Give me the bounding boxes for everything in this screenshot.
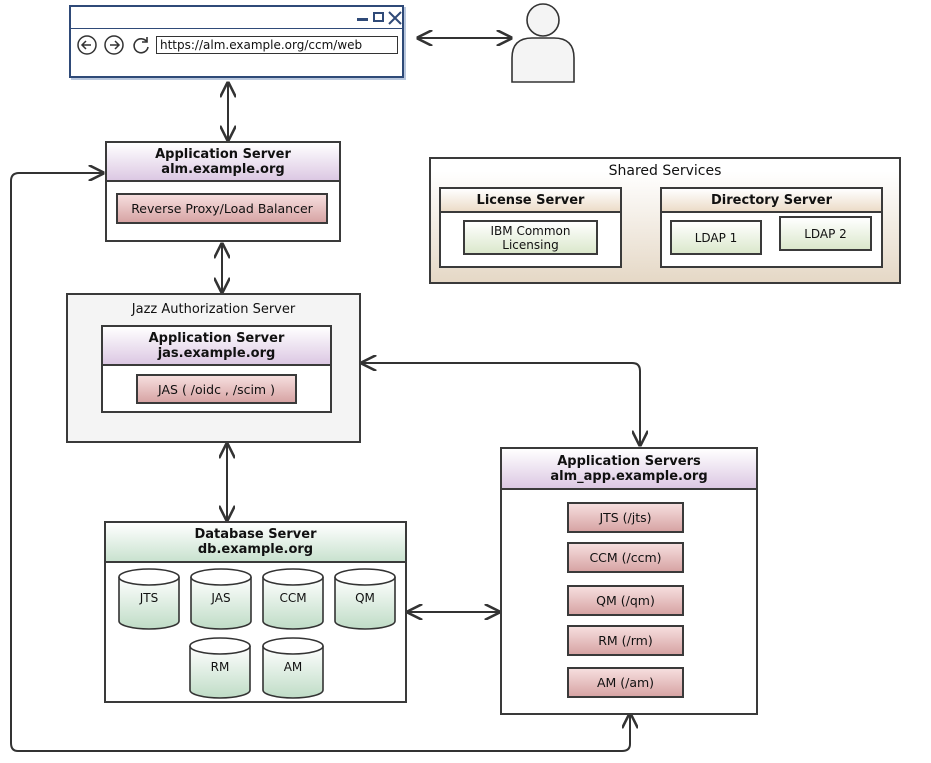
jas-server-header: Application Server jas.example.org <box>103 327 330 366</box>
jazz-auth-title: Jazz Authorization Server <box>131 302 296 317</box>
db-label-rm: RM <box>210 660 230 674</box>
db-label-jas: JAS <box>211 591 231 605</box>
ibm-common-licensing: IBM Common Licensing <box>463 220 598 255</box>
url-text: https://alm.example.org/ccm/web <box>160 38 363 52</box>
db-label-jts: JTS <box>139 591 159 605</box>
back-icon[interactable] <box>76 34 98 56</box>
am-component: AM (/am) <box>567 667 684 698</box>
refresh-icon[interactable] <box>130 34 152 56</box>
shared-services-title: Shared Services <box>608 163 722 179</box>
jts-component: JTS (/jts) <box>567 502 684 533</box>
jazz-authorization-server: Jazz Authorization Server Application Se… <box>66 293 361 443</box>
license-server-header: License Server <box>441 189 620 213</box>
qm-component: QM (/qm) <box>567 585 684 616</box>
user-icon <box>511 3 575 83</box>
app-servers-header: Application Servers alm_app.example.org <box>502 449 756 490</box>
forward-icon[interactable] <box>103 34 125 56</box>
db-label-ccm: CCM <box>279 591 307 605</box>
jas-server-title: Application Server <box>148 330 285 346</box>
close-icon[interactable] <box>388 11 402 25</box>
jas-application-server: Application Server jas.example.org JAS (… <box>101 325 332 413</box>
browser-window: https://alm.example.org/ccm/web <box>69 5 404 78</box>
minimize-icon[interactable] <box>357 18 368 21</box>
ldap-1: LDAP 1 <box>670 220 762 255</box>
directory-server: Directory Server LDAP 1 LDAP 2 <box>660 187 883 268</box>
rm-component: RM (/rm) <box>567 625 684 656</box>
maximize-icon[interactable] <box>373 12 384 22</box>
proxy-server-title: Application Server <box>155 146 291 162</box>
loop-connector <box>10 173 630 752</box>
ccm-component: CCM (/ccm) <box>567 542 684 573</box>
directory-server-header: Directory Server <box>662 189 881 213</box>
url-field[interactable]: https://alm.example.org/ccm/web <box>156 36 398 54</box>
proxy-server-host: alm.example.org <box>161 161 285 177</box>
jas-server-host: jas.example.org <box>157 345 276 361</box>
db-server-host: db.example.org <box>197 542 314 557</box>
app-servers-host: alm_app.example.org <box>550 468 708 484</box>
db-server-title: Database Server <box>194 527 317 542</box>
db-label-am: AM <box>283 660 303 674</box>
reverse-proxy-component: Reverse Proxy/Load Balancer <box>116 193 328 224</box>
application-servers: Application Servers alm_app.example.org … <box>500 447 758 715</box>
ldap-2: LDAP 2 <box>779 216 872 251</box>
proxy-server-header: Application Server alm.example.org <box>107 143 339 182</box>
shared-services-panel: Shared Services License Server IBM Commo… <box>429 157 901 284</box>
license-server: License Server IBM Common Licensing <box>439 187 622 268</box>
db-label-qm: QM <box>355 591 375 605</box>
db-server-header: Database Server db.example.org <box>106 523 405 563</box>
app-servers-title: Application Servers <box>557 453 701 469</box>
jas-component: JAS ( /oidc , /scim ) <box>136 374 297 404</box>
database-server: Database Server db.example.org <box>104 521 407 703</box>
proxy-application-server: Application Server alm.example.org Rever… <box>105 141 341 242</box>
browser-titlebar <box>71 7 402 29</box>
jas-app-connector <box>362 363 640 445</box>
